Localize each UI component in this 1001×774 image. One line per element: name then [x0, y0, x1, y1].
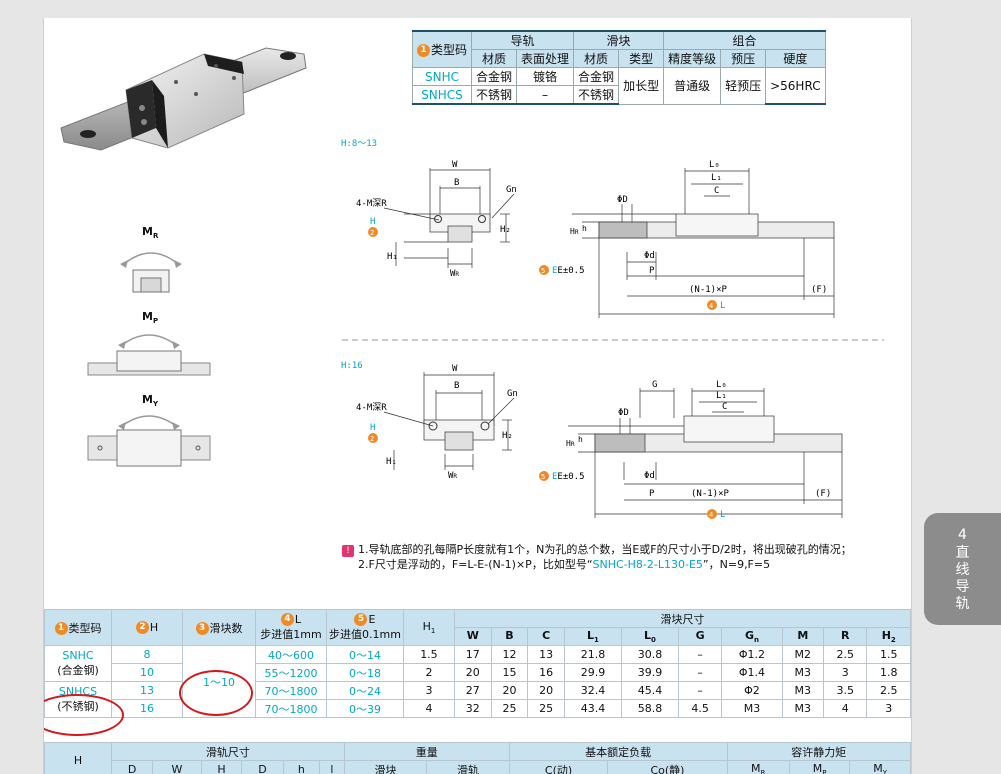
svg-text:Φd: Φd [644, 251, 655, 261]
svg-text:WR: WR [448, 471, 457, 481]
moment-mp-diagram [87, 334, 211, 376]
dimension-drawings: H:8～13 W B Gn 4-M深R H₂ H₁ WR 2 H [341, 139, 884, 520]
highlight-circle-snhcs [44, 694, 124, 736]
svg-text:W: W [452, 364, 458, 374]
range-label-large: H:16 [341, 361, 363, 371]
precision-header: 精度等级 [663, 49, 722, 68]
svg-text:H₁: H₁ [386, 457, 397, 467]
svg-text:C: C [714, 186, 719, 196]
hardness-header: 硬度 [765, 49, 826, 68]
svg-text:EE±0.5: EE±0.5 [552, 266, 585, 276]
svg-text:(F): (F) [811, 285, 827, 295]
kind-header: 类型 [618, 49, 665, 68]
surface-header: 表面处理 [516, 49, 575, 68]
spec-row: SNHC 合金钢 镀铬 合金钢 加长型 普通级 轻预压 >56HRC [411, 67, 826, 105]
moment-mr-label: MR [142, 225, 159, 241]
spec-row: SNHCS 不锈钢 – 不锈钢 [411, 85, 826, 105]
svg-text:2: 2 [370, 229, 374, 237]
svg-text:C: C [722, 402, 727, 412]
svg-text:HR: HR [570, 227, 579, 236]
svg-text:(N-1)×P: (N-1)×P [689, 285, 728, 295]
slider-header: 滑块 [573, 30, 665, 50]
svg-text:P: P [649, 266, 655, 276]
svg-text:L₁: L₁ [716, 391, 727, 401]
highlight-circle-count [179, 670, 253, 716]
svg-text:h: h [578, 435, 583, 444]
svg-text:5: 5 [541, 473, 545, 481]
svg-text:4-M深R: 4-M深R [356, 402, 387, 413]
svg-text:(F): (F) [815, 489, 831, 499]
slider-material-header: 材质 [573, 49, 620, 68]
svg-text:HR: HR [566, 439, 575, 448]
svg-text:H₂: H₂ [502, 431, 513, 441]
svg-text:(N-1)×P: (N-1)×P [691, 489, 730, 499]
svg-text:5: 5 [541, 267, 545, 275]
moment-mp-label: MP [142, 310, 159, 326]
svg-text:B: B [454, 381, 459, 391]
svg-text:P: P [649, 489, 655, 499]
svg-text:G: G [652, 380, 657, 390]
svg-text:4-M深R: 4-M深R [356, 198, 387, 209]
svg-text:L: L [720, 510, 725, 520]
moment-mr-diagram [120, 252, 182, 293]
svg-text:H₁: H₁ [387, 252, 398, 262]
product-photo [60, 47, 307, 151]
svg-text:EE±0.5: EE±0.5 [552, 472, 585, 482]
svg-text:4: 4 [709, 511, 713, 519]
svg-text:ΦD: ΦD [617, 195, 628, 205]
preload-header: 预压 [720, 49, 767, 68]
svg-text:ΦD: ΦD [618, 408, 629, 418]
warning-icon: ! [342, 545, 354, 557]
svg-text:L: L [720, 301, 725, 311]
combo-header: 组合 [663, 30, 826, 50]
svg-text:Φd: Φd [644, 471, 655, 481]
moment-my-label: MY [142, 393, 159, 409]
note-block: !1.导轨底部的孔每隔P长度就有1个，N为孔的总个数，当E或F的尺寸小于D/2时… [342, 542, 852, 572]
rail-material-header: 材质 [471, 49, 518, 68]
svg-text:B: B [454, 178, 459, 188]
svg-text:2: 2 [370, 435, 374, 443]
svg-text:H: H [370, 217, 375, 227]
svg-text:Gn: Gn [507, 389, 518, 399]
svg-text:L₀: L₀ [709, 160, 720, 170]
svg-text:L₁: L₁ [711, 173, 722, 183]
svg-text:W: W [452, 160, 458, 170]
range-label-small: H:8～13 [341, 139, 377, 149]
moment-my-diagram [87, 415, 211, 467]
svg-text:Gn: Gn [506, 185, 517, 195]
svg-text:4: 4 [709, 302, 713, 310]
svg-text:h: h [582, 224, 587, 233]
chapter-tab[interactable]: 4 直线导轨 [924, 513, 1001, 625]
svg-text:WR: WR [450, 269, 459, 279]
svg-text:H: H [370, 423, 375, 433]
svg-text:H₂: H₂ [500, 225, 511, 235]
svg-text:L₀: L₀ [716, 380, 727, 390]
